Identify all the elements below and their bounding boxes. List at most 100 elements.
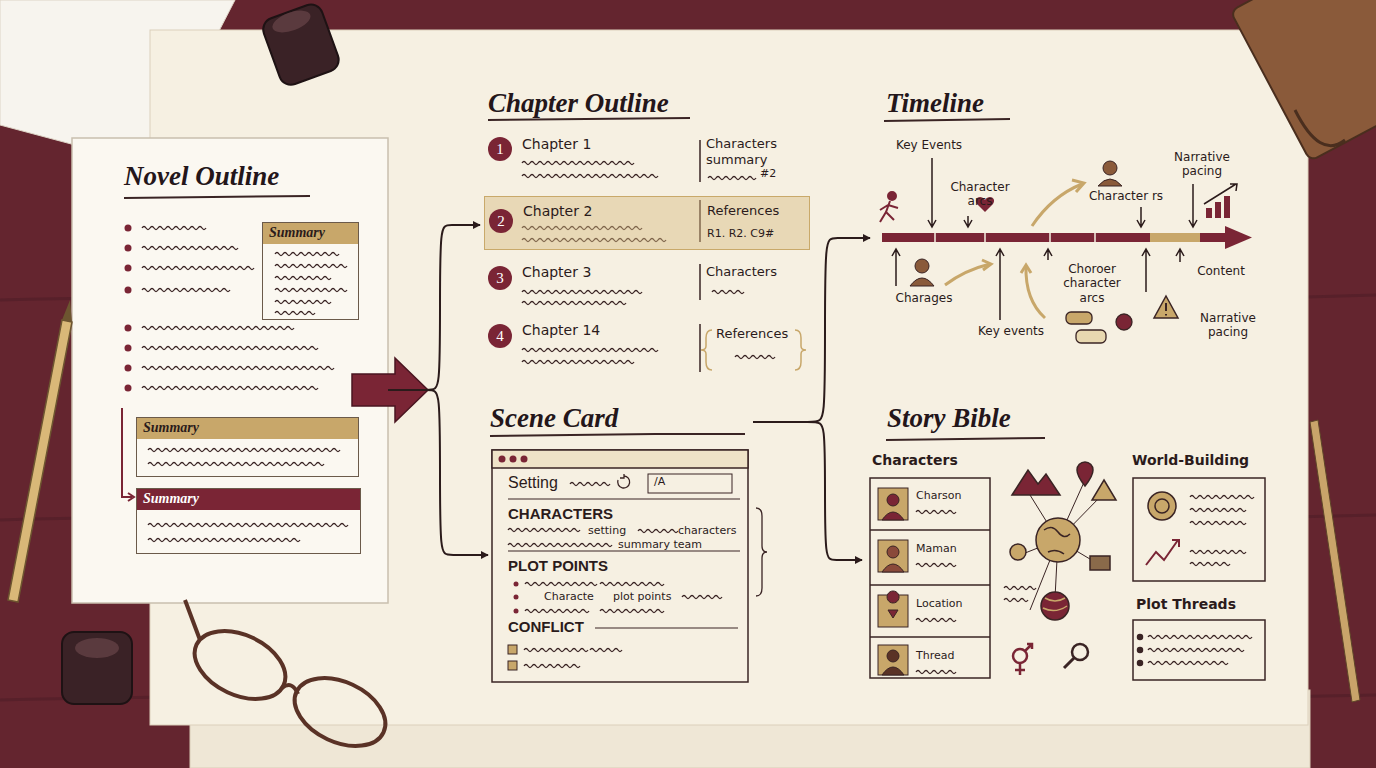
outline-bracket	[128, 493, 134, 501]
scribble-line	[916, 564, 956, 567]
scene-card-frame	[510, 456, 517, 463]
character-portraits	[882, 564, 904, 572]
node-text: References	[707, 203, 799, 219]
character-portraits	[878, 645, 908, 675]
timeline-illustration	[1044, 249, 1052, 260]
summary-box: Summary	[262, 222, 359, 320]
heading-underlines	[884, 119, 1010, 121]
scribble-line	[508, 544, 612, 547]
bullet-dots	[125, 225, 519, 614]
scribble-line	[712, 291, 744, 294]
timeline-illustration	[996, 249, 1004, 320]
scribble-line	[1148, 636, 1252, 639]
node-heading: 4	[488, 324, 512, 348]
node-text: References	[716, 326, 808, 342]
speech-bubbles	[1076, 330, 1106, 343]
fountain-pen	[62, 300, 72, 322]
scribble-line	[522, 349, 658, 352]
scribble-line	[142, 387, 318, 390]
scribble-line	[1148, 649, 1244, 652]
ink-bottle	[62, 1, 342, 704]
heading-underlines	[124, 118, 1045, 440]
node-heading: Timeline	[886, 87, 984, 119]
scribble-line	[1004, 599, 1028, 602]
scribble-line	[275, 265, 347, 268]
scribble-line	[524, 649, 588, 652]
node-heading: Plot Threads	[1136, 596, 1236, 613]
node-text: Maman	[916, 542, 957, 555]
character-portraits	[887, 494, 899, 506]
world-illustration	[1012, 470, 1060, 495]
bullet-dots	[125, 365, 132, 372]
notebook	[1295, 110, 1345, 146]
scene-card-frame	[492, 450, 748, 468]
scribble-line	[1148, 662, 1228, 665]
character-portraits	[887, 650, 899, 662]
node-heading: Summary	[137, 418, 358, 439]
flow-connector	[753, 422, 862, 560]
scribble-line	[524, 665, 580, 668]
runner-icon	[888, 192, 896, 200]
scribble-line	[1190, 496, 1254, 499]
node-text: summary team	[618, 538, 702, 551]
chart-icon	[1204, 184, 1237, 204]
heading-underlines	[490, 434, 745, 436]
node-heading: Characters	[872, 452, 958, 469]
timeline-label: Character arcs	[938, 180, 1022, 209]
scribble-line	[916, 671, 956, 674]
ink-bottle	[62, 632, 132, 704]
bullet-dots	[125, 385, 132, 392]
outline-bracket	[122, 408, 132, 497]
node-text: Thread	[916, 649, 954, 662]
node-text: Chapter 3	[522, 264, 591, 281]
scribble-line	[638, 530, 678, 533]
scribble-line	[1190, 563, 1230, 566]
bullet-dots	[514, 595, 519, 600]
characters-panel: CharactersCharsonMamanLocationThread	[866, 452, 994, 682]
timeline-illustration	[964, 216, 972, 227]
character-portraits	[882, 512, 904, 520]
chart-icon	[1215, 202, 1221, 218]
scribble-line	[142, 347, 318, 350]
scene-card-frame	[492, 450, 767, 682]
scene-card-frame	[618, 474, 630, 488]
world-illustration	[1064, 658, 1074, 668]
node-text: plot points	[613, 590, 671, 603]
timeline-illustration	[1026, 266, 1045, 318]
scene-card-frame	[756, 508, 767, 596]
scribble-line	[916, 619, 956, 622]
timeline-label: Choroer character arcs	[1050, 262, 1134, 305]
node-heading: World-Building	[1132, 452, 1249, 469]
flow-connector	[388, 225, 480, 390]
timeline-illustration	[1150, 233, 1200, 242]
timeline-label: Charages	[888, 291, 960, 305]
world-illustration	[1013, 649, 1027, 663]
scribble-line	[275, 312, 315, 315]
timeline-illustration	[982, 260, 991, 270]
notebook	[1230, 0, 1376, 161]
node-text: CHARACTERS	[508, 505, 613, 523]
bullet-dots	[514, 609, 519, 614]
story-bible-frames	[870, 530, 990, 637]
scribble-line	[522, 175, 658, 178]
scene-card-frame	[499, 456, 506, 463]
node-heading: Story Bible	[887, 402, 1011, 434]
scribble-line	[522, 291, 642, 294]
pencil	[1310, 420, 1360, 702]
column-separators	[701, 330, 712, 370]
node-text: characters	[678, 524, 736, 537]
scene-card: Scene CardSetting/ACHARACTERSsettingchar…	[488, 400, 753, 685]
bullet-dots	[125, 325, 132, 332]
scribble-line	[525, 583, 597, 586]
speech-bubbles	[1066, 312, 1092, 324]
world-illustration	[1077, 462, 1093, 486]
chapter-row: 4Chapter 14References	[484, 320, 812, 376]
timeline-illustration	[880, 158, 1252, 343]
scribble-line	[708, 177, 756, 180]
character-portraits	[887, 546, 899, 558]
story-bible-frames	[1133, 478, 1265, 581]
ink-bottle	[75, 638, 119, 658]
bullet-dots	[125, 245, 132, 252]
